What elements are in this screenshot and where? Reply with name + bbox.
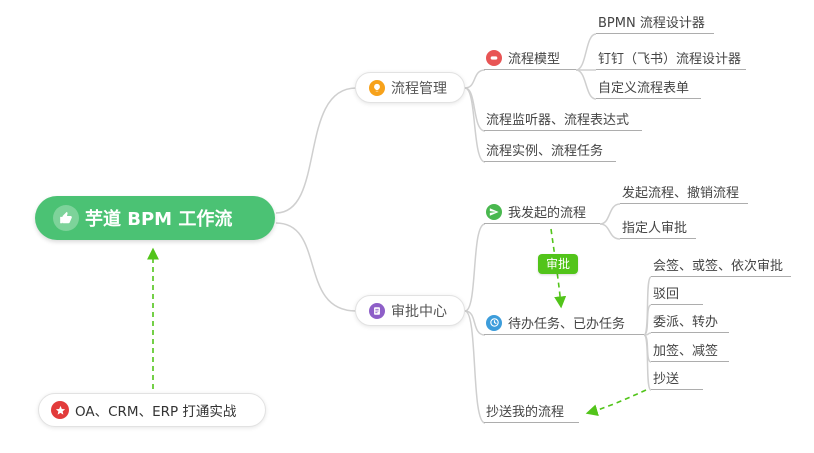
node-process-model[interactable]: 流程模型 [484, 46, 576, 70]
note-node[interactable]: OA、CRM、ERP 打通实战 [38, 393, 266, 427]
node-reject[interactable]: 驳回 [651, 281, 703, 305]
node-assignee-approve[interactable]: 指定人审批 [620, 215, 696, 239]
node-cc-my-process[interactable]: 抄送我的流程 [484, 399, 579, 423]
node-delegate-transfer[interactable]: 委派、转办 [651, 309, 729, 333]
flow-model-icon [486, 49, 502, 66]
document-icon [369, 302, 385, 319]
root-node[interactable]: 芋道 BPM 工作流 [35, 196, 275, 240]
process-model-label: 流程模型 [508, 52, 561, 67]
paper-plane-icon [486, 203, 502, 220]
star-icon [51, 401, 69, 419]
node-countersign[interactable]: 会签、或签、依次审批 [651, 253, 791, 277]
root-label: 芋道 BPM 工作流 [85, 209, 233, 230]
node-bpmn-designer[interactable]: BPMN 流程设计器 [596, 10, 714, 34]
process-management-label: 流程管理 [391, 80, 447, 97]
node-dingtalk-designer[interactable]: 钉钉（飞书）流程设计器 [596, 46, 746, 70]
thumbs-up-icon [53, 205, 79, 231]
node-instance-task[interactable]: 流程实例、流程任务 [484, 138, 616, 162]
node-custom-form[interactable]: 自定义流程表单 [596, 75, 701, 99]
lightbulb-icon [369, 79, 385, 96]
note-label: OA、CRM、ERP 打通实战 [75, 404, 237, 420]
edge-label-approve[interactable]: 审批 [538, 254, 579, 274]
node-add-reduce-sign[interactable]: 加签、减签 [651, 338, 729, 362]
node-approval-center[interactable]: 审批中心 [355, 295, 465, 326]
arrow-cc-to-ccmine [585, 389, 647, 417]
clock-icon [486, 314, 502, 331]
node-listener-expression[interactable]: 流程监听器、流程表达式 [484, 107, 642, 131]
node-todo-done[interactable]: 待办任务、已办任务 [484, 311, 644, 335]
node-carbon-copy[interactable]: 抄送 [651, 366, 703, 390]
node-my-initiated[interactable]: 我发起的流程 [484, 200, 600, 224]
node-process-management[interactable]: 流程管理 [355, 72, 465, 103]
approval-center-label: 审批中心 [391, 303, 447, 320]
node-start-cancel[interactable]: 发起流程、撤销流程 [620, 180, 748, 204]
